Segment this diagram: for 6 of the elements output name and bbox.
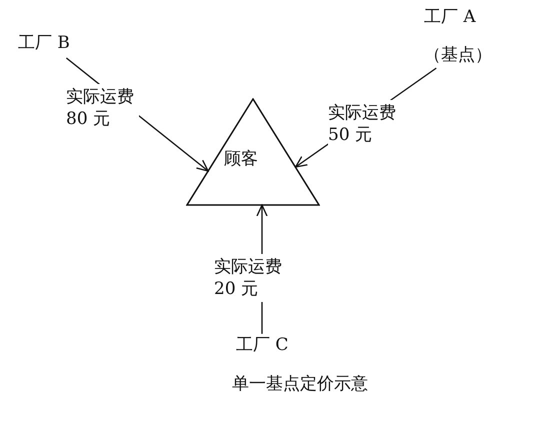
base-point-note: （基点） (424, 44, 493, 66)
factory-label: 工厂 C (236, 334, 290, 356)
customer-label: 顾客 (224, 148, 258, 170)
caption: 单一基点定价示意 (232, 374, 368, 394)
factory-label: 工厂 B (18, 32, 71, 54)
factory-label: 工厂 A (424, 6, 477, 28)
